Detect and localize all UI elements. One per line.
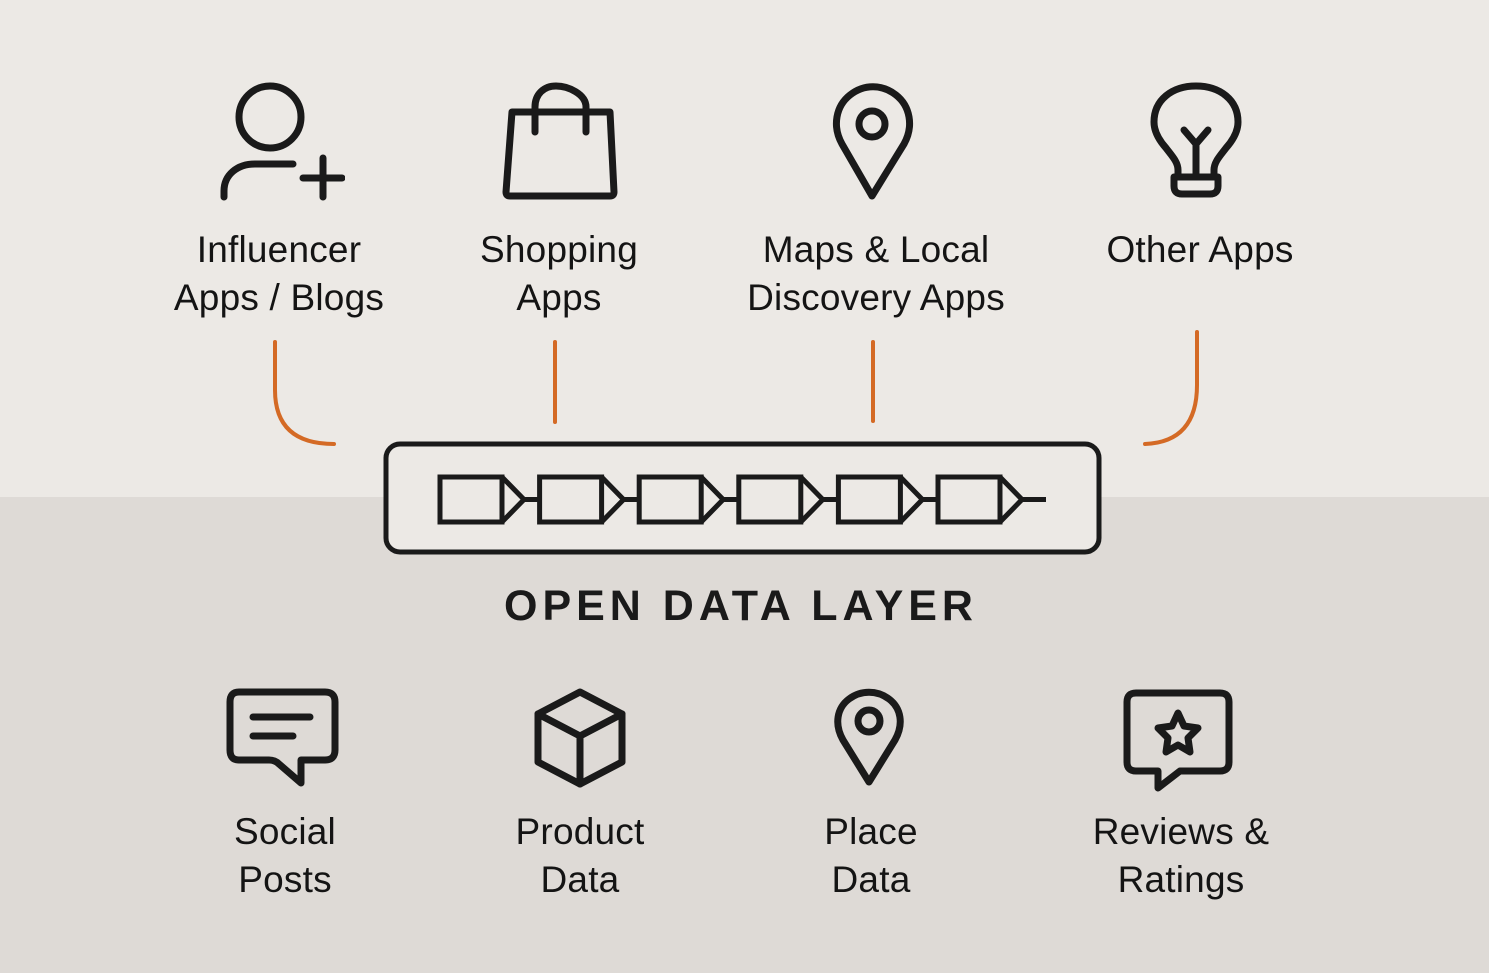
cube-icon <box>534 688 626 788</box>
consumer-label-shopping: Shopping Apps <box>480 226 638 322</box>
connector-other <box>1143 330 1199 446</box>
label-line: Discovery Apps <box>747 277 1005 318</box>
label-line: Shopping <box>480 229 638 270</box>
connector-influencer <box>273 340 336 446</box>
source-label-social: Social Posts <box>234 808 336 904</box>
lightbulb-icon <box>1150 82 1242 198</box>
label-line: Other Apps <box>1106 229 1294 270</box>
label-line: Apps <box>516 277 602 318</box>
data-block-chain <box>437 474 1046 525</box>
source-label-place: Place Data <box>824 808 918 904</box>
source-label-reviews: Reviews & Ratings <box>1093 808 1270 904</box>
label-line: Social <box>234 811 336 852</box>
data-block <box>636 474 704 525</box>
data-block <box>935 474 1003 525</box>
background-top <box>0 0 1489 497</box>
label-line: Influencer <box>196 229 362 270</box>
label-line: Product <box>515 811 645 852</box>
shopping-bag-icon <box>502 82 618 200</box>
star-chat-icon <box>1123 689 1233 792</box>
consumer-label-influencer: Influencer Apps / Blogs <box>174 226 384 322</box>
data-block <box>736 474 804 525</box>
open-data-layer-title: OPEN DATA LAYER <box>504 582 978 630</box>
map-pin-icon <box>832 83 914 200</box>
label-line: Data <box>540 859 620 900</box>
label-line: Place <box>824 811 918 852</box>
label-line: Maps & Local <box>762 229 990 270</box>
consumer-label-maps: Maps & Local Discovery Apps <box>747 226 1005 322</box>
label-line: Data <box>831 859 911 900</box>
data-block <box>437 474 505 525</box>
label-line: Posts <box>238 859 332 900</box>
label-line: Apps / Blogs <box>173 277 385 318</box>
open-data-layer-box <box>383 441 1102 555</box>
map-pin-icon <box>834 688 904 786</box>
source-label-product: Product Data <box>516 808 645 904</box>
label-line: Ratings <box>1117 859 1245 900</box>
label-line: Reviews & <box>1092 811 1270 852</box>
user-plus-icon <box>220 82 345 201</box>
background-bottom <box>0 497 1489 973</box>
consumer-label-other: Other Apps <box>1106 226 1293 274</box>
data-block <box>835 474 903 525</box>
chat-lines-icon <box>226 688 339 787</box>
data-block <box>537 474 605 525</box>
